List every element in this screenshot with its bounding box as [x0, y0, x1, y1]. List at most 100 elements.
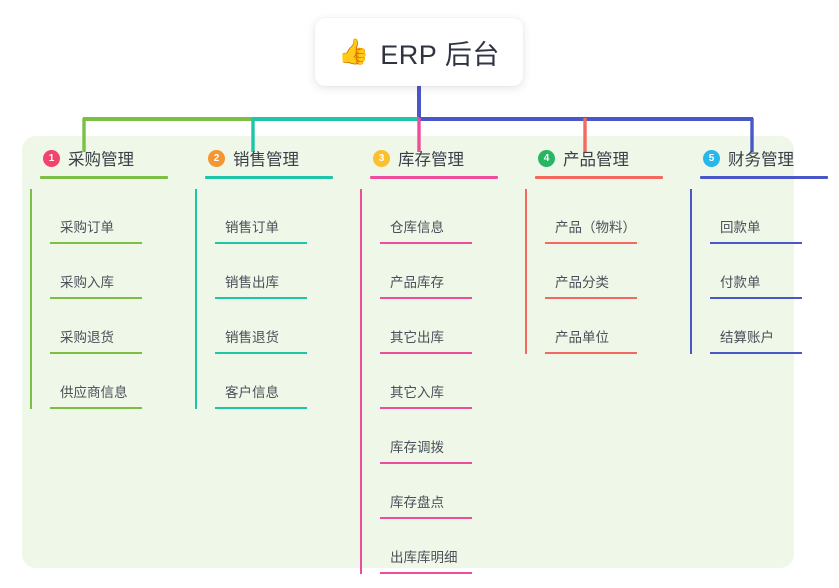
branch-item[interactable]: 其它出库	[380, 299, 525, 354]
root-node-content: 👍 ERP 后台	[338, 33, 500, 72]
branch-item[interactable]: 库存调拨	[380, 409, 525, 464]
branch-item[interactable]: 产品库存	[380, 244, 525, 299]
branch-item-underline	[50, 297, 142, 299]
branch-spine	[525, 189, 527, 354]
branch-item[interactable]: 采购退货	[50, 299, 195, 354]
branch-header-underline	[370, 176, 498, 179]
branch-header-underline	[700, 176, 828, 179]
branch-item-underline	[545, 352, 637, 354]
branch-column-4: 4 产品管理产品（物料） 产品分类产品单位	[525, 136, 690, 354]
branch-item-label: 库存盘点	[390, 495, 444, 510]
branch-item-label: 采购订单	[60, 220, 114, 235]
branch-spine	[195, 189, 197, 409]
root-title: ERP 后台	[380, 39, 500, 70]
branch-title: 采购管理	[68, 151, 134, 169]
branch-item[interactable]: 付款单	[710, 244, 839, 299]
branch-item[interactable]: 采购入库	[50, 244, 195, 299]
branch-item-label: 库存调拨	[390, 440, 444, 455]
branch-column-2: 2 销售管理销售订单销售出库销售退货客户信息	[195, 136, 360, 409]
branch-item-label: 仓库信息	[390, 220, 444, 235]
branch-item-underline	[380, 407, 472, 409]
thumbs-up-icon: 👍	[338, 37, 370, 66]
branch-column-5: 5 财务管理回款单付款单结算账户	[690, 136, 839, 354]
branch-item-label: 其它入库	[390, 385, 444, 400]
branch-item-underline	[380, 462, 472, 464]
branch-item-list: 销售订单销售出库销售退货客户信息	[195, 189, 360, 409]
branch-item[interactable]: 供应商信息	[50, 354, 195, 409]
branch-item-label: 其它出库	[390, 330, 444, 345]
branch-header-3[interactable]: 3 库存管理	[360, 136, 525, 180]
branch-item[interactable]: 客户信息	[215, 354, 360, 409]
branch-item[interactable]: 库存盘点	[380, 464, 525, 519]
branch-number-badge: 1	[43, 149, 60, 167]
branch-item-underline	[710, 242, 802, 244]
branch-item-underline	[380, 297, 472, 299]
branch-item-label: 产品（物料）	[555, 220, 636, 235]
branch-item-label: 客户信息	[225, 385, 279, 400]
branch-number-badge: 2	[208, 149, 225, 167]
branch-item-list: 采购订单采购入库采购退货供应商信息	[30, 189, 195, 409]
branch-item[interactable]: 产品（物料）	[545, 189, 690, 244]
branch-item-underline	[545, 242, 637, 244]
branch-item-label: 产品分类	[555, 275, 609, 290]
branch-header-1[interactable]: 1 采购管理	[30, 136, 195, 180]
branch-item[interactable]: 销售出库	[215, 244, 360, 299]
branch-item[interactable]: 出库库明细	[380, 519, 525, 574]
branch-header-5[interactable]: 5 财务管理	[690, 136, 839, 180]
branch-item-underline	[710, 297, 802, 299]
branch-number-badge: 5	[703, 149, 720, 167]
branch-spine	[690, 189, 692, 354]
branch-item-label: 结算账户	[720, 330, 774, 345]
branch-item-list: 产品（物料） 产品分类产品单位	[525, 189, 690, 354]
branch-columns: 1 采购管理采购订单采购入库采购退货供应商信息 2 销售管理销售订单销售出库销售退货客…	[22, 136, 828, 574]
branch-header-underline	[205, 176, 333, 179]
branch-item-underline	[50, 352, 142, 354]
branch-item[interactable]: 产品分类	[545, 244, 690, 299]
branch-item-label: 销售出库	[225, 275, 279, 290]
branch-item-underline	[215, 407, 307, 409]
diagram-panel	[22, 136, 794, 568]
branch-item-underline	[380, 517, 472, 519]
branch-item-label: 销售订单	[225, 220, 279, 235]
branch-item-label: 回款单	[720, 220, 761, 235]
branch-item-underline	[215, 242, 307, 244]
branch-item[interactable]: 产品单位	[545, 299, 690, 354]
branch-title: 财务管理	[728, 151, 794, 169]
branch-header-2[interactable]: 2 销售管理	[195, 136, 360, 180]
branch-item[interactable]: 销售退货	[215, 299, 360, 354]
branch-item-label: 付款单	[720, 275, 761, 290]
branch-header-underline	[535, 176, 663, 179]
branch-item-label: 出库库明细	[390, 550, 458, 565]
branch-item[interactable]: 仓库信息	[380, 189, 525, 244]
branch-column-1: 1 采购管理采购订单采购入库采购退货供应商信息	[30, 136, 195, 409]
branch-item[interactable]: 采购订单	[50, 189, 195, 244]
branch-header-underline	[40, 176, 168, 179]
branch-title: 库存管理	[398, 151, 464, 169]
branch-title: 产品管理	[563, 151, 629, 169]
branch-item[interactable]: 回款单	[710, 189, 839, 244]
branch-number-badge: 4	[538, 149, 555, 167]
branch-item-underline	[215, 297, 307, 299]
branch-item-underline	[380, 352, 472, 354]
branch-item-label: 产品单位	[555, 330, 609, 345]
branch-item[interactable]: 销售订单	[215, 189, 360, 244]
branch-item[interactable]: 其它入库	[380, 354, 525, 409]
branch-item-underline	[215, 352, 307, 354]
branch-item-underline	[50, 407, 142, 409]
branch-item[interactable]: 结算账户	[710, 299, 839, 354]
branch-item-underline	[380, 242, 472, 244]
branch-header-4[interactable]: 4 产品管理	[525, 136, 690, 180]
branch-title: 销售管理	[233, 151, 299, 169]
branch-item-underline	[50, 242, 142, 244]
branch-item-label: 采购退货	[60, 330, 114, 345]
branch-item-label: 采购入库	[60, 275, 114, 290]
branch-item-label: 供应商信息	[60, 385, 128, 400]
branch-item-underline	[710, 352, 802, 354]
branch-item-list: 仓库信息产品库存其它出库其它入库库存调拨库存盘点出库库明细	[360, 189, 525, 574]
branch-item-list: 回款单付款单结算账户	[690, 189, 839, 354]
branch-spine	[360, 189, 362, 574]
root-node[interactable]: 👍 ERP 后台	[315, 18, 523, 86]
branch-item-label: 销售退货	[225, 330, 279, 345]
branch-number-badge: 3	[373, 149, 390, 167]
